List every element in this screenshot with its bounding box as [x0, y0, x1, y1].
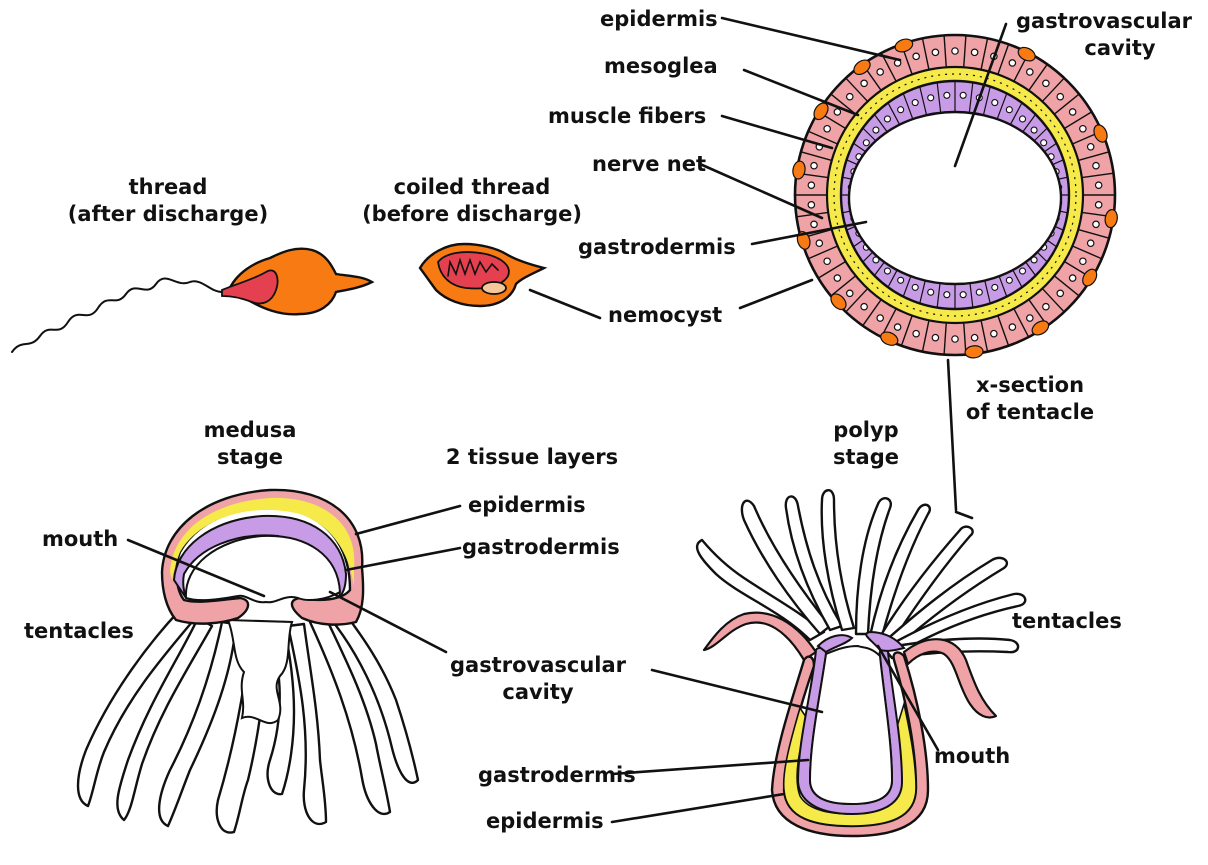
discharged-thread	[12, 279, 222, 352]
medusa-epidermis-label: epidermis	[468, 493, 586, 517]
polyp-stage-label-1: polyp	[833, 418, 898, 442]
medusa-cavity-label-1: gastrovascular	[450, 653, 627, 677]
xsection-pointer-line	[948, 360, 956, 510]
thread-after-label-1: thread	[129, 175, 208, 199]
tentacle-cross-section	[792, 35, 1119, 359]
polyp	[697, 490, 1025, 836]
xs-mesoglea-label: mesoglea	[604, 54, 718, 78]
xs-muscle-fibers-label: muscle fibers	[548, 104, 706, 128]
nemocyst-line-left	[530, 290, 600, 318]
thread-after-label-2: (after discharge)	[68, 202, 268, 226]
polyp-epidermis-line	[612, 794, 784, 822]
tissue-layers-label: 2 tissue layers	[446, 445, 618, 469]
polyp-tentacles-line	[956, 512, 972, 518]
polyp-stage-label-2: stage	[833, 445, 899, 469]
medusa-stage-label-2: stage	[217, 445, 283, 469]
xsection-label-1: x-section	[976, 373, 1084, 397]
polyp-gastrodermis-label: gastrodermis	[478, 763, 636, 787]
medusa-mouth-label: mouth	[42, 527, 118, 551]
medusa-cavity-label-2: cavity	[502, 680, 574, 704]
discharged-nemocyst	[12, 249, 372, 352]
coiled-nemocyst	[420, 244, 544, 306]
medusa-gastrodermis-label: gastrodermis	[462, 535, 620, 559]
capsule-nucleus	[482, 282, 506, 294]
nemocyst-line-right	[740, 280, 812, 308]
polyp-mouth-label: mouth	[934, 744, 1010, 768]
xs-gastrodermis-label: gastrodermis	[578, 235, 736, 259]
xsection-label-2: of tentacle	[966, 400, 1094, 424]
medusa-stage-label-1: medusa	[204, 418, 297, 442]
epidermis-line	[722, 18, 900, 60]
xs-epidermis-label: epidermis	[600, 7, 718, 31]
coiled-thread-label-1: coiled thread	[394, 175, 551, 199]
nemocyst-label: nemocyst	[608, 303, 722, 327]
gastrovascular-cavity-section	[849, 112, 1061, 284]
medusa-tentacles-label: tentacles	[24, 619, 134, 643]
xs-cavity-label-1: gastrovascular	[1016, 9, 1193, 33]
coiled-thread-label-2: (before discharge)	[362, 202, 582, 226]
xs-nerve-net-label: nerve net	[592, 152, 706, 176]
polyp-epidermis-label: epidermis	[486, 809, 604, 833]
polyp-tentacles-label: tentacles	[1012, 609, 1122, 633]
medusa-epidermis-line	[356, 506, 460, 534]
xs-cavity-label-2: cavity	[1084, 36, 1156, 60]
